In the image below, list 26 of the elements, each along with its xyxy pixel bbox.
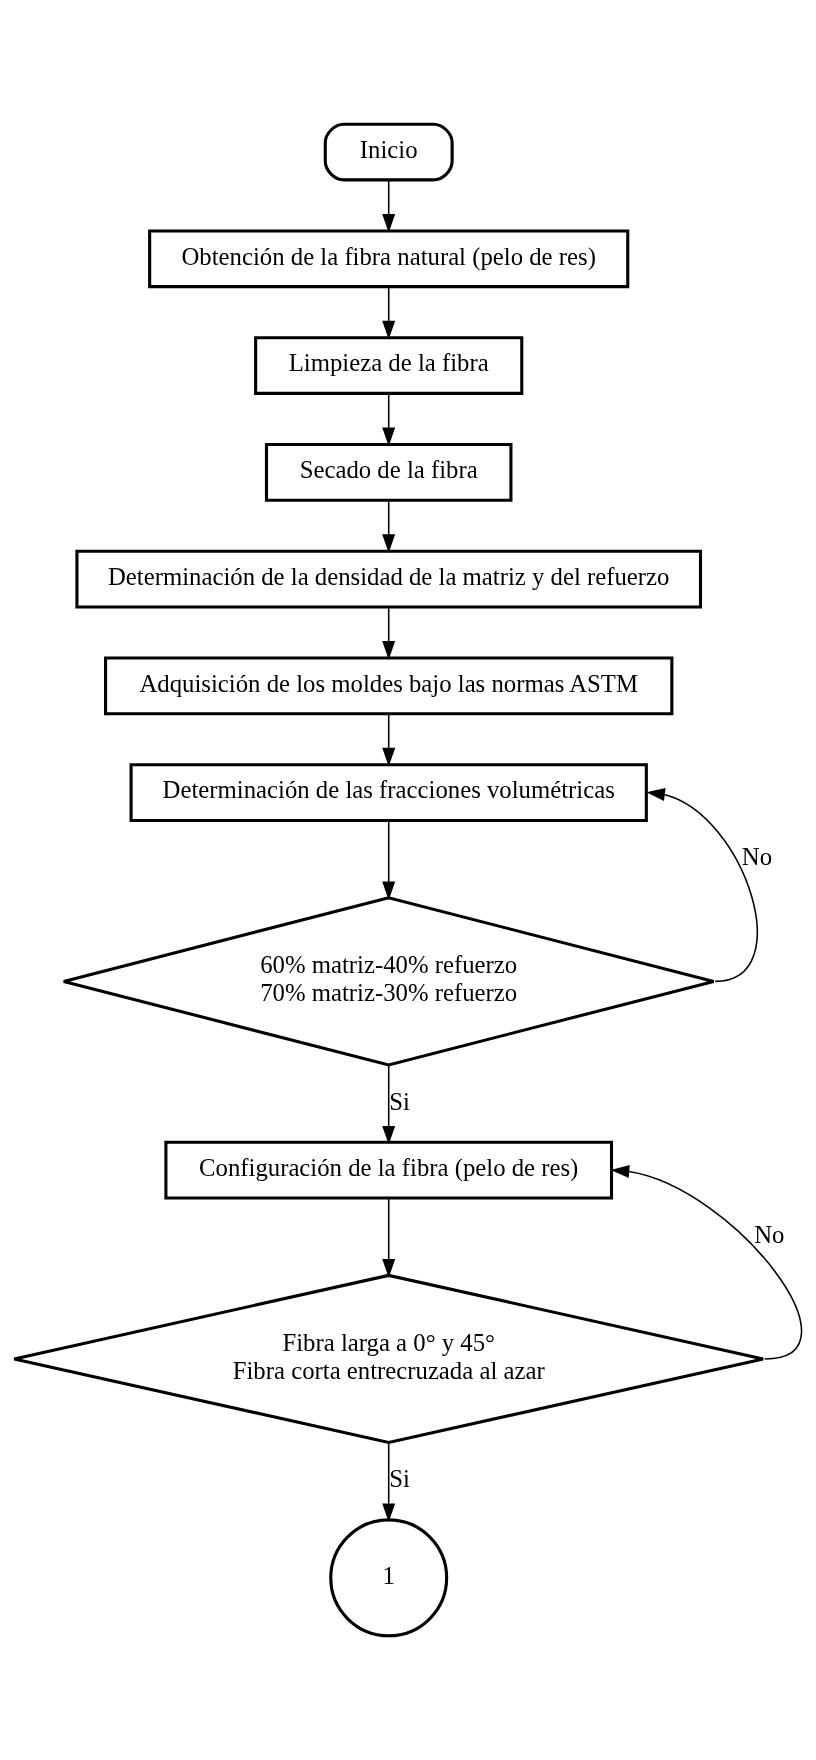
node-box: Adquisición de los moldes bajo las normas ASTM [104, 656, 674, 716]
edge-label: No [741, 843, 773, 871]
node-box: Configuración de la fibra (pelo de res) [164, 1140, 614, 1200]
node-diamond: 60% matriz-40% refuerzo 70% matriz-30% refuerzo [62, 896, 716, 1067]
arrow [610, 1165, 803, 1360]
node-box: Determinación de las fracciones volumétricas [129, 763, 648, 822]
arrow [382, 1441, 396, 1523]
arrow [382, 1197, 396, 1278]
arrow [382, 713, 396, 767]
edge-label: Si [389, 1087, 410, 1115]
arrow [646, 788, 758, 983]
edge-label: Si [389, 1465, 410, 1493]
node-box: Secado de la fibra [264, 442, 513, 502]
node-circle: 1 [329, 1518, 449, 1638]
node-box: Obtención de la fibra natural (pelo de res) [148, 229, 630, 289]
node-box: Limpieza de la fibra [254, 336, 524, 395]
arrow [382, 820, 396, 901]
arrow [382, 179, 396, 233]
node-box: Inicio [323, 122, 454, 182]
arrow [382, 606, 396, 660]
edge-label: No [754, 1220, 785, 1248]
node-box: Determinación de la densidad de la matriz y del refuerzo [75, 549, 703, 609]
node-diamond: Fibra larga a 0° y 45° Fibra corta entrecruzada al azar [12, 1273, 765, 1445]
arrow [382, 1064, 396, 1145]
arrow [382, 286, 396, 340]
arrow [382, 499, 396, 553]
